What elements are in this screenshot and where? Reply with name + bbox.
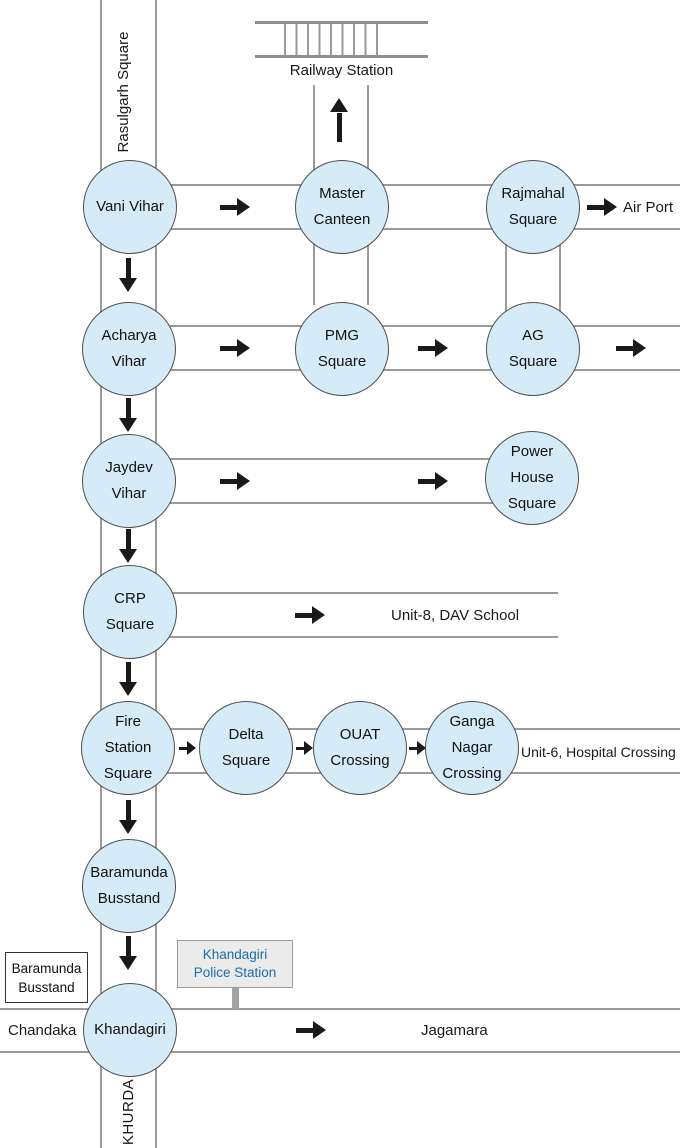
node-ganga-nagar-crossing: Ganga Nagar Crossing	[425, 701, 519, 795]
road-acharya-ag	[128, 325, 680, 371]
node-label: Baramunda Busstand	[90, 864, 168, 907]
node-label: OUAT Crossing	[330, 726, 390, 769]
node-fire-station-square: Fire Station Square	[81, 701, 175, 795]
road-jaydev-powerhouse	[128, 458, 538, 504]
arrow-right-icon	[418, 339, 448, 357]
node-ouat-crossing: OUAT Crossing	[313, 701, 407, 795]
arrow-right-icon	[296, 741, 313, 755]
arrow-down-icon	[119, 529, 137, 563]
node-master-canteen: Master Canteen	[295, 160, 389, 254]
arrow-right-icon	[220, 198, 250, 216]
node-vani-vihar: Vani Vihar	[83, 160, 177, 254]
jagamara-label: Jagamara	[421, 1022, 488, 1039]
node-power-house-square: Power House Square	[485, 431, 579, 525]
railway-ties-icon	[284, 24, 381, 55]
node-label: Delta Square	[221, 726, 271, 769]
arrow-right-icon	[295, 606, 325, 624]
arrow-right-icon	[418, 472, 448, 490]
baramunda-busstand-box-label: Baramunda Busstand	[11, 960, 82, 995]
khurda-label: KHURDA	[120, 1078, 137, 1146]
chandaka-label: Chandaka	[8, 1022, 77, 1039]
node-khandagiri: Khandagiri	[83, 983, 177, 1077]
node-pmg-square: PMG Square	[295, 302, 389, 396]
police-station-connector	[232, 988, 239, 1009]
unit6-hospital-crossing-label: Unit-6, Hospital Crossing	[521, 744, 676, 760]
node-delta-square: Delta Square	[199, 701, 293, 795]
node-label: Vani Vihar	[96, 198, 164, 215]
arrow-down-icon	[119, 800, 137, 834]
arrow-down-icon	[119, 258, 137, 292]
baramunda-busstand-box: Baramunda Busstand	[5, 952, 88, 1003]
node-label: AG Square	[508, 327, 558, 370]
node-label: Fire Station Square	[103, 713, 153, 782]
node-crp-square: CRP Square	[83, 565, 177, 659]
node-label: Rajmahal Square	[501, 185, 565, 228]
node-baramunda-busstand: Baramunda Busstand	[82, 839, 176, 933]
node-acharya-vihar: Acharya Vihar	[82, 302, 176, 396]
node-label: Acharya Vihar	[101, 327, 157, 370]
arrow-down-icon	[119, 936, 137, 970]
arrow-right-icon	[409, 741, 426, 755]
arrow-down-icon	[119, 662, 137, 696]
rasulgarh-square-label: Rasulgarh Square	[115, 31, 132, 153]
khandagiri-police-station-box: Khandagiri Police Station	[177, 940, 293, 988]
arrow-right-icon	[616, 339, 646, 357]
node-label: CRP Square	[105, 590, 155, 633]
arrow-right-icon	[296, 1021, 326, 1039]
arrow-down-icon	[119, 398, 137, 432]
railway-track	[255, 21, 428, 58]
node-label: Power House Square	[507, 443, 557, 512]
arrow-right-icon	[220, 339, 250, 357]
arrow-up-icon	[330, 98, 348, 142]
node-rajmahal-square: Rajmahal Square	[486, 160, 580, 254]
node-label: Ganga Nagar Crossing	[442, 713, 502, 782]
node-label: Master Canteen	[313, 185, 371, 228]
air-port-label: Air Port	[623, 199, 674, 216]
node-label: PMG Square	[317, 327, 367, 370]
arrow-right-icon	[179, 741, 196, 755]
node-label: Khandagiri	[94, 1021, 166, 1038]
unit8-dav-school-label: Unit-8, DAV School	[391, 607, 520, 624]
node-ag-square: AG Square	[486, 302, 580, 396]
node-label: Jaydev Vihar	[105, 459, 153, 502]
arrow-right-icon	[220, 472, 250, 490]
railway-station-label: Railway Station	[289, 62, 394, 79]
arrow-right-icon	[587, 198, 617, 216]
road-crp-unit8	[128, 592, 558, 638]
khandagiri-police-station-label: Khandagiri Police Station	[193, 947, 277, 980]
node-jaydev-vihar: Jaydev Vihar	[82, 434, 176, 528]
